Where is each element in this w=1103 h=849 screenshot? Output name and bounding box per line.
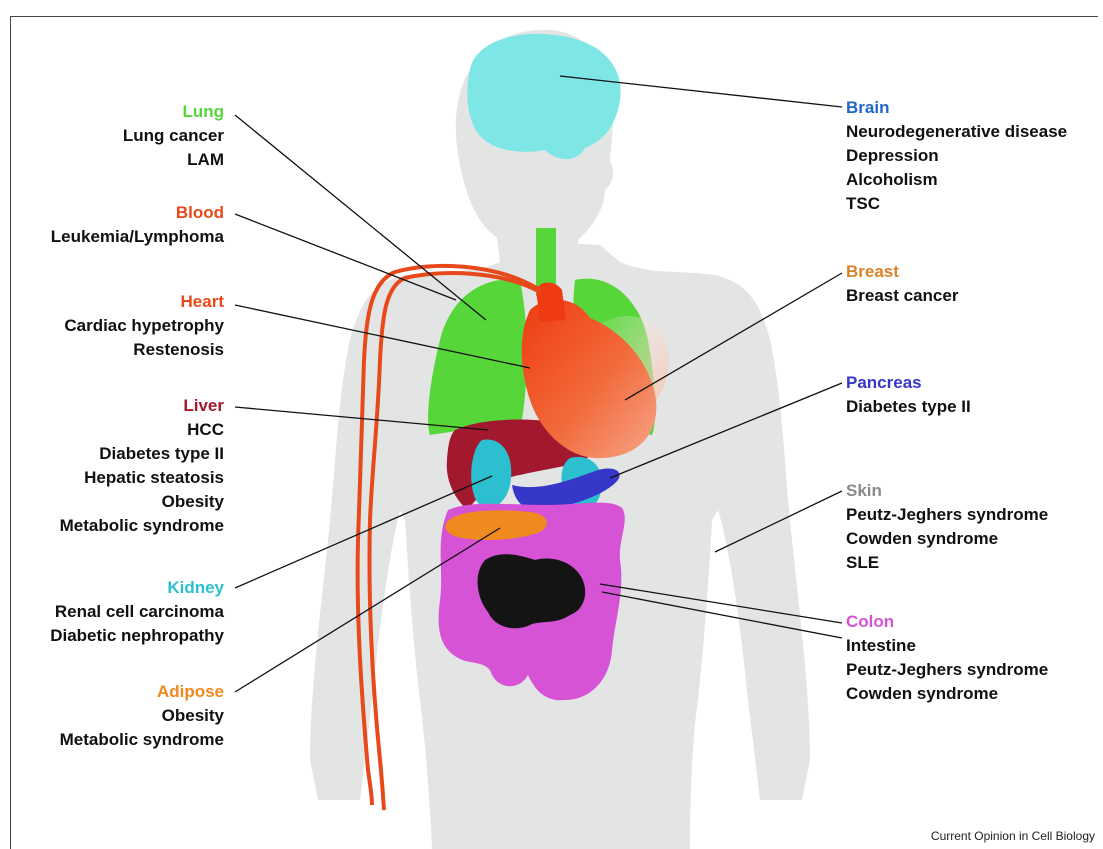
label-liver-item-3: Hepatic steatosis <box>60 466 224 490</box>
label-blood-title: Blood <box>51 201 224 225</box>
label-liver-item-4: Obesity <box>60 490 224 514</box>
label-kidney-item-1: Renal cell carcinoma <box>50 600 224 624</box>
label-brain-item-2: Depression <box>846 144 1067 168</box>
label-colon-item-3: Cowden syndrome <box>846 682 1048 706</box>
label-brain: Brain Neurodegenerative disease Depressi… <box>846 96 1067 216</box>
label-liver-item-1: HCC <box>60 418 224 442</box>
label-lung: Lung Lung cancer LAM <box>123 100 224 172</box>
label-skin-item-1: Peutz-Jeghers syndrome <box>846 503 1048 527</box>
label-liver-item-5: Metabolic syndrome <box>60 514 224 538</box>
label-pancreas-item-1: Diabetes type II <box>846 395 971 419</box>
brain-shape <box>467 34 620 159</box>
label-pancreas: Pancreas Diabetes type II <box>846 371 971 419</box>
label-colon-title: Colon <box>846 610 1048 634</box>
label-kidney-item-2: Diabetic nephropathy <box>50 624 224 648</box>
label-brain-item-1: Neurodegenerative disease <box>846 120 1067 144</box>
label-skin-item-3: SLE <box>846 551 1048 575</box>
label-heart-item-1: Cardiac hypetrophy <box>64 314 224 338</box>
label-pancreas-title: Pancreas <box>846 371 971 395</box>
label-kidney: Kidney Renal cell carcinoma Diabetic nep… <box>50 576 224 648</box>
journal-credit: Current Opinion in Cell Biology <box>931 829 1095 843</box>
label-kidney-title: Kidney <box>50 576 224 600</box>
label-skin: Skin Peutz-Jeghers syndrome Cowden syndr… <box>846 479 1048 575</box>
label-adipose-title: Adipose <box>60 680 224 704</box>
label-brain-item-4: TSC <box>846 192 1067 216</box>
label-breast: Breast Breast cancer <box>846 260 958 308</box>
label-lung-item-1: Lung cancer <box>123 124 224 148</box>
label-brain-item-3: Alcoholism <box>846 168 1067 192</box>
label-lung-title: Lung <box>123 100 224 124</box>
label-heart: Heart Cardiac hypetrophy Restenosis <box>64 290 224 362</box>
label-liver-title: Liver <box>60 394 224 418</box>
label-colon: Colon Intestine Peutz-Jeghers syndrome C… <box>846 610 1048 706</box>
label-heart-item-2: Restenosis <box>64 338 224 362</box>
label-heart-title: Heart <box>64 290 224 314</box>
label-lung-item-2: LAM <box>123 148 224 172</box>
label-skin-item-2: Cowden syndrome <box>846 527 1048 551</box>
label-liver: Liver HCC Diabetes type II Hepatic steat… <box>60 394 224 538</box>
label-liver-item-2: Diabetes type II <box>60 442 224 466</box>
label-breast-title: Breast <box>846 260 958 284</box>
label-adipose-item-1: Obesity <box>60 704 224 728</box>
label-adipose-item-2: Metabolic syndrome <box>60 728 224 752</box>
label-colon-item-1: Intestine <box>846 634 1048 658</box>
label-blood: Blood Leukemia/Lymphoma <box>51 201 224 249</box>
label-colon-item-2: Peutz-Jeghers syndrome <box>846 658 1048 682</box>
label-brain-title: Brain <box>846 96 1067 120</box>
label-skin-title: Skin <box>846 479 1048 503</box>
label-adipose: Adipose Obesity Metabolic syndrome <box>60 680 224 752</box>
label-breast-item-1: Breast cancer <box>846 284 958 308</box>
label-blood-item-1: Leukemia/Lymphoma <box>51 225 224 249</box>
